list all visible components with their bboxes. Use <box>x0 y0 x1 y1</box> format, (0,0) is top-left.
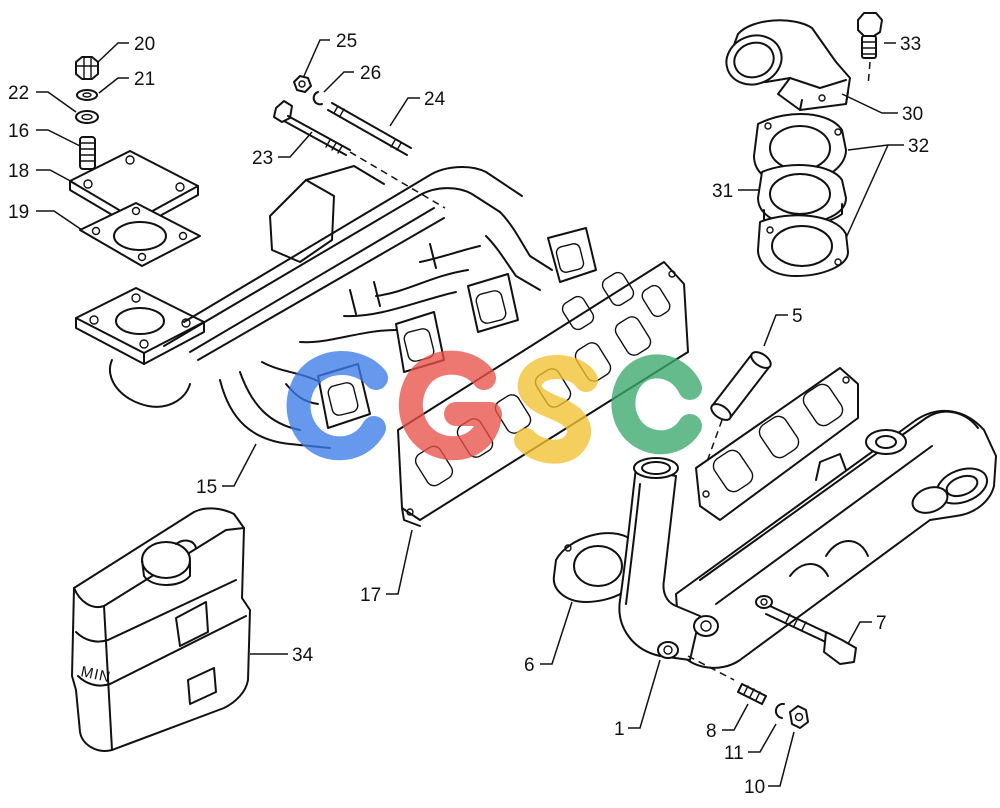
part-1-exhaust-manifold <box>618 409 997 669</box>
leader-lines <box>36 39 904 787</box>
callout-19: 19 <box>8 202 29 223</box>
part-10-nut <box>789 705 809 729</box>
callout-34: 34 <box>292 645 314 666</box>
dowel-axis <box>703 419 723 471</box>
callout-7: 7 <box>876 613 887 634</box>
callout-15: 15 <box>196 477 217 498</box>
part-23-bolt <box>273 100 351 156</box>
exhaust-manifold-gasket <box>695 367 859 521</box>
callout-21: 21 <box>134 69 155 90</box>
callout-20: 20 <box>134 34 155 55</box>
callout-25: 25 <box>336 31 357 52</box>
stud-axis <box>687 655 735 681</box>
part-19-gasket <box>79 202 201 267</box>
callout-10: 10 <box>744 777 765 798</box>
callout-17: 17 <box>360 585 381 606</box>
watermark-letter-g <box>398 350 502 461</box>
watermark-letter-s <box>514 354 598 464</box>
part-16-stud <box>79 136 96 170</box>
part-31-thermostat <box>757 164 847 227</box>
part-21-washer <box>76 89 98 101</box>
callout-31: 31 <box>712 181 733 202</box>
callout-24: 24 <box>424 89 446 110</box>
callout-6: 6 <box>524 655 535 676</box>
callout-8: 8 <box>706 721 717 742</box>
callout-23: 23 <box>252 148 273 169</box>
callout-11: 11 <box>724 743 744 764</box>
part-30-thermostat-housing <box>725 19 851 111</box>
callout-1: 1 <box>614 719 625 740</box>
part-5-dowel <box>710 351 772 421</box>
part-11-washer <box>774 702 785 719</box>
watermark-letter-c1 <box>286 351 388 461</box>
watermark-logo <box>286 350 702 464</box>
callout-30: 30 <box>902 104 923 125</box>
callout-numbers: 20 21 22 16 18 19 25 26 24 23 15 17 33 3… <box>8 31 929 798</box>
part-34-expansion-tank: MIN <box>71 507 251 752</box>
watermark-letter-c2 <box>611 354 702 455</box>
part-25-nut <box>293 75 312 93</box>
part-8-stud <box>737 683 767 705</box>
part-7-bolt <box>765 605 857 665</box>
part-22-washer <box>75 110 99 124</box>
callout-22: 22 <box>8 83 29 104</box>
part-26-washer <box>312 91 323 106</box>
callout-26: 26 <box>360 63 381 84</box>
part-20-nut <box>75 56 99 80</box>
part-15-intake-manifold <box>75 165 597 449</box>
part-24-stud <box>327 102 412 156</box>
part-32-gasket-lower <box>757 214 849 277</box>
callout-5: 5 <box>792 306 803 327</box>
bolt-centerline <box>349 151 446 209</box>
tank-min-marking: MIN <box>79 663 112 686</box>
part-33-bolt <box>857 12 883 59</box>
callout-33: 33 <box>900 34 921 55</box>
callout-32: 32 <box>908 136 929 157</box>
callout-18: 18 <box>8 161 29 182</box>
callout-16: 16 <box>8 121 29 142</box>
bolt-33-axis <box>867 61 871 87</box>
